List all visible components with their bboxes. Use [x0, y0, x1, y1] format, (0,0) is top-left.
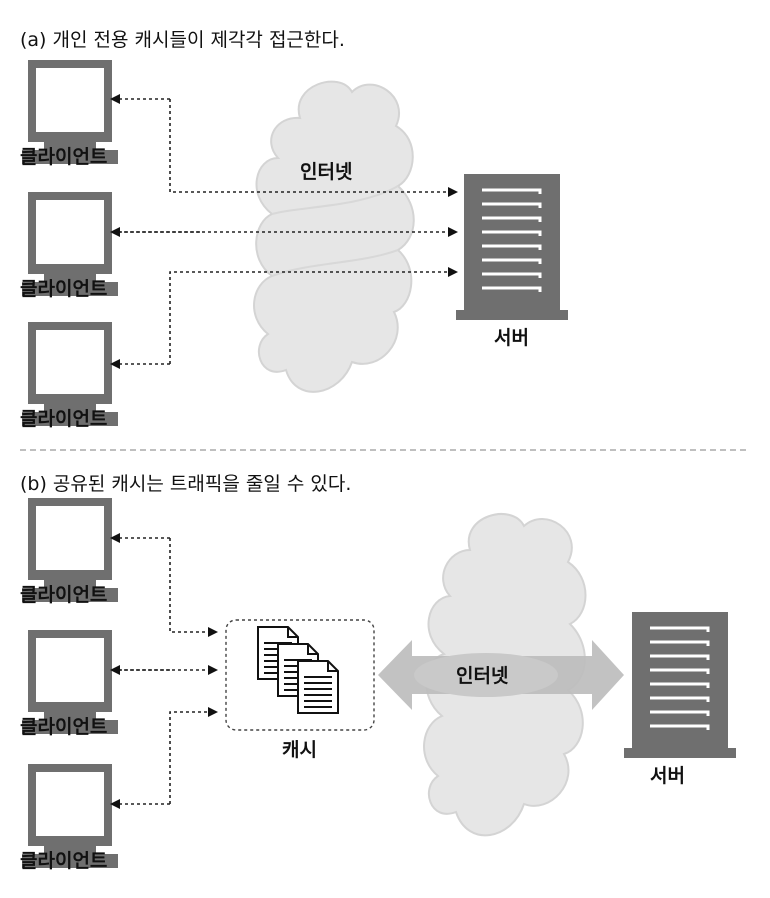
server-icon-b	[622, 610, 738, 760]
internet-pill	[414, 653, 558, 697]
client-label-b2: 클라이언트	[20, 716, 107, 738]
internet-cloud-a	[253, 80, 415, 393]
internet-label-b: 인터넷	[456, 665, 508, 687]
cache-box	[225, 619, 375, 731]
connections-b	[110, 533, 218, 809]
connection-a3	[169, 267, 458, 364]
client-label-a3: 클라이언트	[20, 408, 107, 430]
caption-a: (a) 개인 전용 캐시들이 제각각 접근한다.	[20, 29, 345, 51]
connections-a	[110, 94, 458, 369]
cache-label: 캐시	[282, 739, 317, 761]
server-icon-a	[454, 172, 570, 322]
caption-b: (b) 공유된 캐시는 트래픽을 줄일 수 있다.	[20, 473, 351, 495]
client-label-a2: 클라이언트	[20, 278, 107, 300]
client-label-b3: 클라이언트	[20, 850, 107, 872]
client-label-a1: 클라이언트	[20, 146, 107, 168]
cache-documents-icon	[257, 626, 339, 714]
server-label-a: 서버	[494, 327, 529, 349]
connection-a1	[169, 99, 458, 197]
server-label-b: 서버	[650, 765, 685, 787]
internet-label-a: 인터넷	[300, 161, 352, 183]
client-label-b1: 클라이언트	[20, 584, 107, 606]
